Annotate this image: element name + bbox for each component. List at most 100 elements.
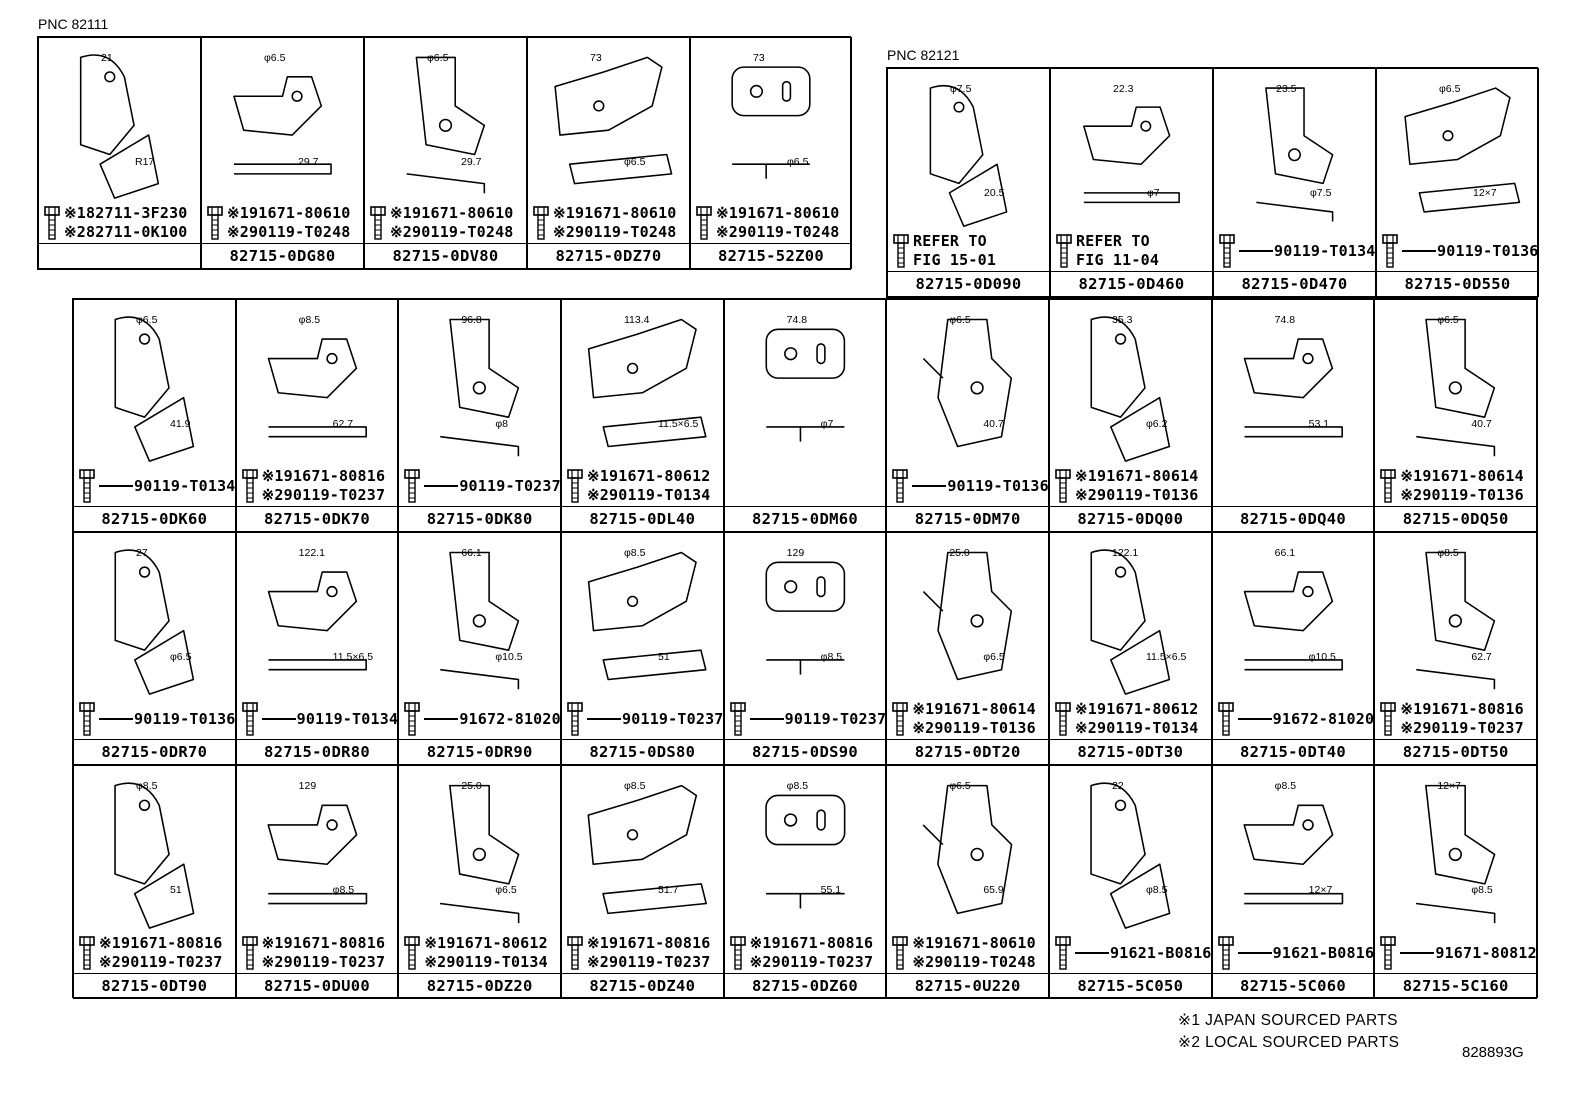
fastener-list: 91671-80812 xyxy=(1375,933,1536,973)
figure-code: 828893G xyxy=(1462,1044,1524,1061)
fastener-part-number: ※191671-80816 xyxy=(749,934,874,952)
bracket-part-number: 82715-0D460 xyxy=(1051,271,1212,296)
bolt-icon xyxy=(1219,234,1235,268)
dimension-label: 25.0 xyxy=(461,780,482,792)
fastener-list: ※191671-80614※290119-T0136 xyxy=(1375,466,1536,506)
fastener-part-number: ※191671-80612 xyxy=(1075,700,1199,718)
fastener-list: ※191671-80816※290119-T0237 xyxy=(237,466,398,506)
fastener-part-number: ※191671-80816 xyxy=(261,934,386,952)
dimension-label: φ6.5 xyxy=(427,52,449,64)
bracket-part-number: 82715-0DT40 xyxy=(1212,739,1374,764)
fastener-part-number: REFER TO xyxy=(913,232,987,250)
fastener-list: 90119-T0237 xyxy=(725,699,885,739)
dimension-label: 51.7 xyxy=(658,884,679,896)
dimension-label: 122.1 xyxy=(298,547,325,559)
dimension-label: φ8.5 xyxy=(136,780,158,792)
dimension-label: 41.9 xyxy=(170,418,191,430)
dimension-label: 20.5 xyxy=(984,187,1005,199)
fastener-part-number: ※191671-80610 xyxy=(390,204,514,222)
fastener-part-number: 91672-81020 xyxy=(459,709,561,728)
fastener-list: 90119-T0237 xyxy=(562,699,723,739)
bolt-icon xyxy=(1380,702,1397,736)
dimension-label: φ8.5 xyxy=(1146,884,1168,896)
fastener-part-number: 90119-T0134 xyxy=(296,709,399,728)
fastener-list: ※191671-80610※290119-T0248 xyxy=(887,933,1048,973)
fastener-list: 90119-T0237 xyxy=(399,466,560,506)
bolt-icon xyxy=(1382,234,1398,268)
bracket-part-number: 82715-0DR80 xyxy=(236,739,398,764)
fastener-part-number: ※290119-T0248 xyxy=(553,223,677,241)
dimension-label: 62.7 xyxy=(1471,651,1492,663)
bracket-part-number: 82715-0DM60 xyxy=(724,506,886,531)
dimension-label: φ8.5 xyxy=(786,780,809,792)
dimension-label: 129 xyxy=(298,780,317,792)
bolt-icon xyxy=(533,206,549,240)
fastener-list: ※191671-80816※290119-T0237 xyxy=(562,933,723,973)
dimension-label: φ7.5 xyxy=(950,83,972,95)
fastener-list: ※191671-80816※290119-T0237 xyxy=(1375,699,1536,739)
bracket-part-number: 82715-0DZ60 xyxy=(724,973,886,998)
bolt-icon xyxy=(241,469,258,503)
bracket-part-number: 82715-0DR90 xyxy=(399,739,560,764)
fastener-part-number: ※191671-80610 xyxy=(716,204,840,222)
dimension-label: φ6.5 xyxy=(949,780,971,792)
fastener-list: 91672-81020 xyxy=(399,699,560,739)
dimension-label: φ10.5 xyxy=(495,651,523,663)
part-drawing: φ7.5 20.5 xyxy=(888,69,1049,231)
dimension-label: 29.7 xyxy=(298,156,319,168)
fastener-part-number: ※290119-T0237 xyxy=(261,953,386,971)
dimension-label: 12×7 xyxy=(1437,780,1461,792)
dimension-label: R17 xyxy=(135,156,155,168)
dimension-label: φ7.5 xyxy=(1310,187,1332,199)
dimension-label: φ8.5 xyxy=(1274,780,1297,792)
dimension-label: 35.3 xyxy=(1112,314,1133,326)
dimension-label: 29.7 xyxy=(461,156,482,168)
fastener-list: ※191671-80612※290119-T0134 xyxy=(399,933,560,973)
